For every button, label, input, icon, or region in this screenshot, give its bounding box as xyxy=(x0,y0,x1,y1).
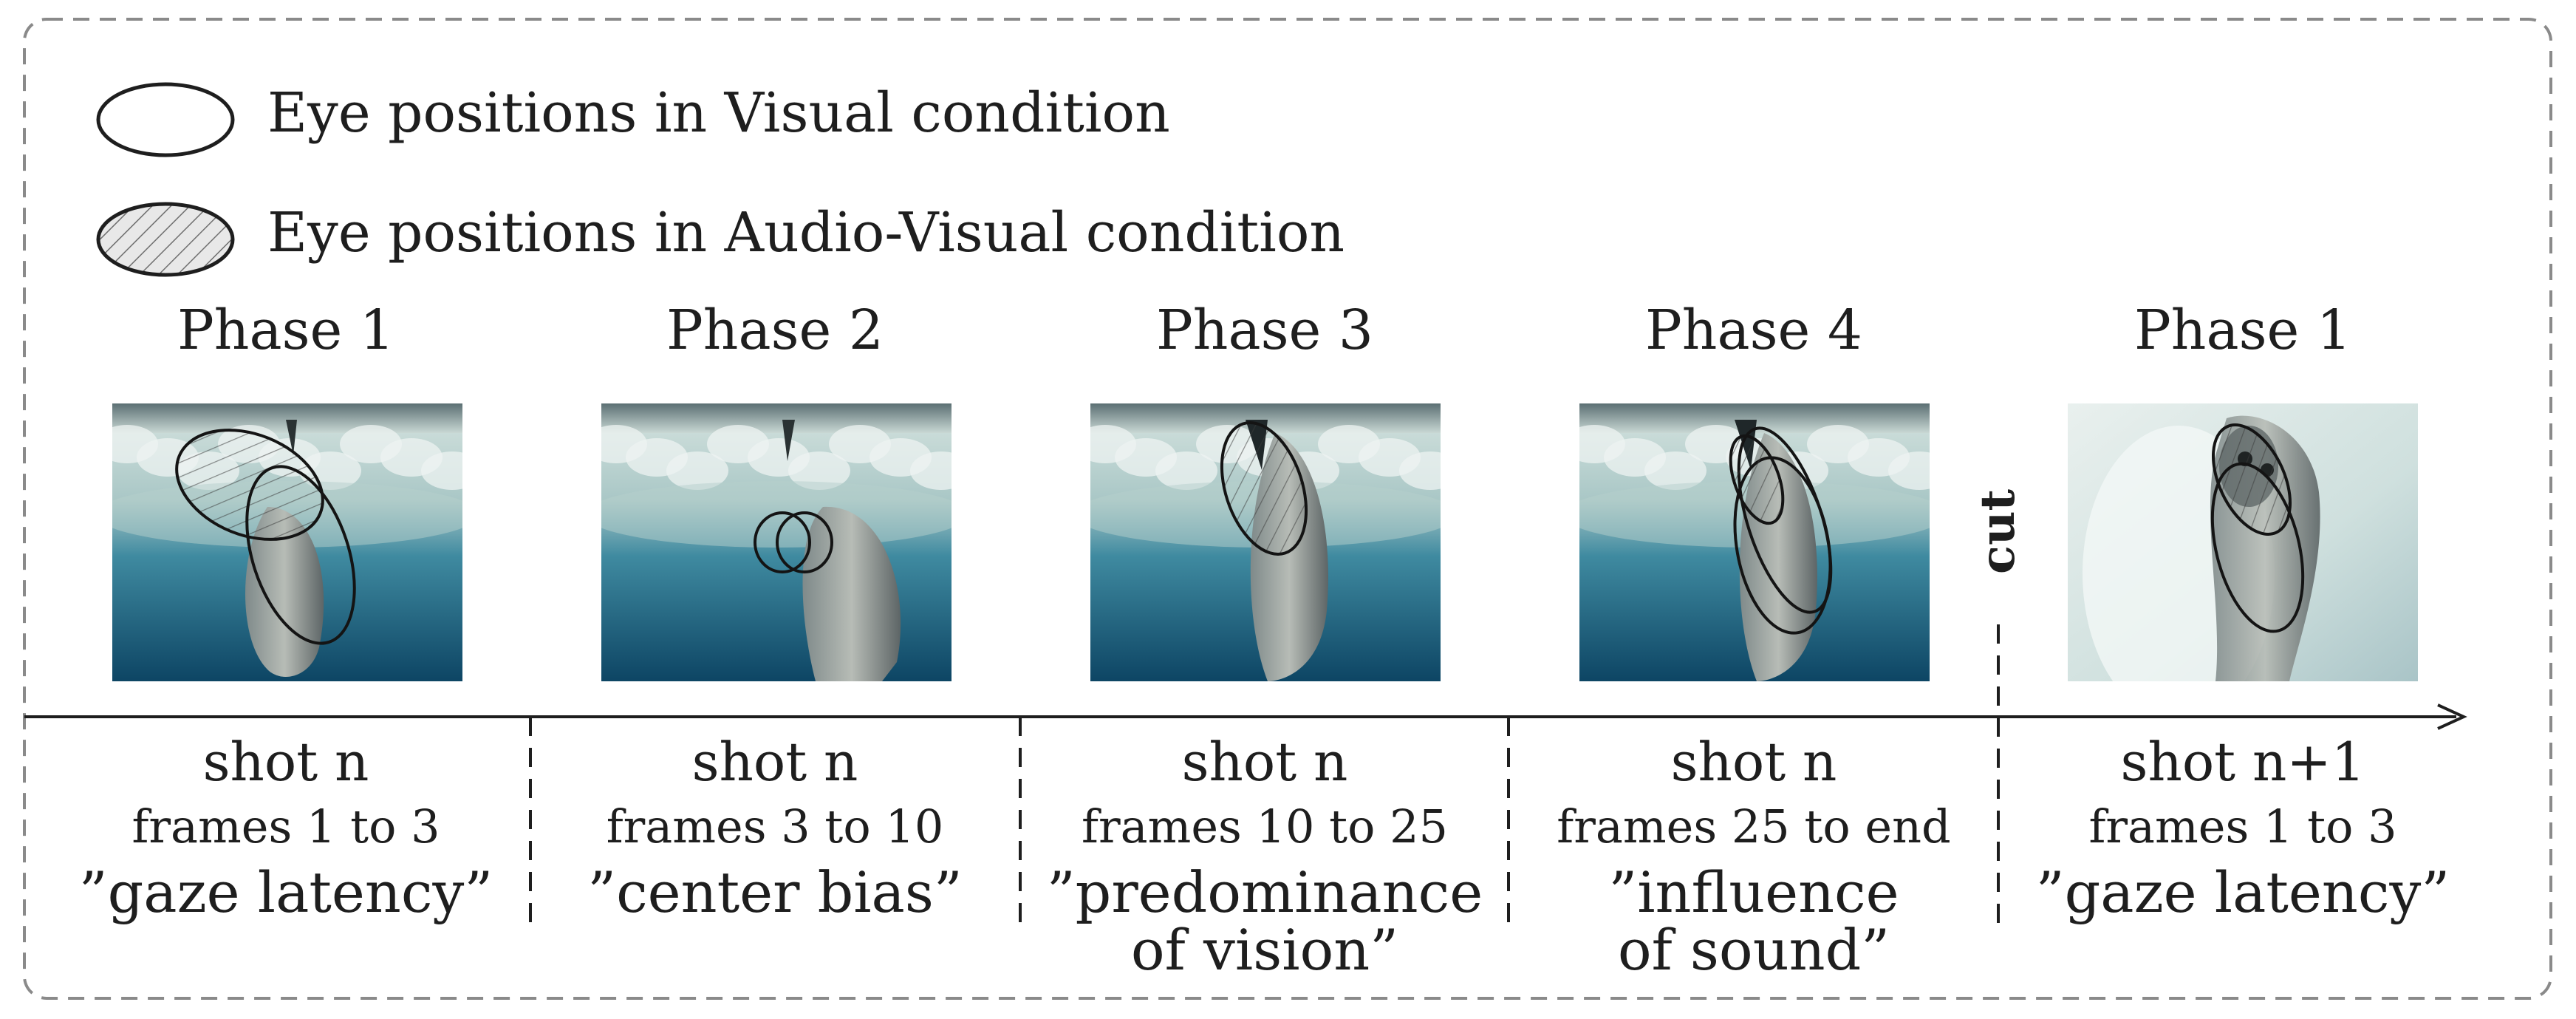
timeline-arrowhead xyxy=(2437,703,2467,730)
phase-4-frames: frames 25 to end xyxy=(1557,800,1951,853)
phase-2-caption-line-1: ”center bias” xyxy=(587,859,963,925)
legend-audiovisual-label: Eye positions in Audio-Visual condition xyxy=(267,201,1345,265)
phase-5-shot: shot n+1 xyxy=(2120,731,2365,793)
legend-visual-label: Eye positions in Visual condition xyxy=(267,81,1170,145)
phase-5-caption-line-1: ”gaze latency” xyxy=(2035,859,2450,925)
phase-3-title: Phase 3 xyxy=(1156,299,1373,362)
phase-4-caption-line-1: ”influence xyxy=(1608,859,1899,925)
phase-3-shot: shot n xyxy=(1181,731,1348,793)
phase-4-title: Phase 4 xyxy=(1645,299,1862,362)
phase-1-shot: shot n xyxy=(202,731,369,793)
phase-5-title: Phase 1 xyxy=(2134,299,2351,362)
video-frame-2 xyxy=(601,403,952,681)
visual-gaze-ellipse-1-2 xyxy=(245,465,356,645)
phase-1-frames: frames 1 to 3 xyxy=(131,800,440,853)
audiovisual-gaze-ellipse-3-1 xyxy=(1220,421,1308,556)
audiovisual-gaze-ellipse-4-3 xyxy=(1729,434,1785,525)
video-frame-3 xyxy=(1090,403,1441,681)
phase-5-frames: frames 1 to 3 xyxy=(2088,800,2397,853)
phase-3-caption-line-1: ”predominance xyxy=(1046,859,1483,925)
audiovisual-gaze-ellipse-1-1 xyxy=(175,429,324,541)
visual-gaze-ellipse-2-2 xyxy=(776,511,833,573)
phase-3-caption-line-2: of vision” xyxy=(1130,917,1399,983)
video-frame-5 xyxy=(2068,403,2418,681)
phase-4-caption-line-2: of sound” xyxy=(1617,917,1890,983)
video-frame-1 xyxy=(112,403,462,681)
visual-gaze-ellipse-5-2 xyxy=(2210,462,2305,633)
phase-2-shot: shot n xyxy=(691,731,858,793)
outer-border xyxy=(23,18,2552,1000)
phase-3-frames: frames 10 to 25 xyxy=(1082,800,1448,853)
audiovisual-gaze-ellipse-5-1 xyxy=(2211,423,2292,536)
phase-2-frames: frames 3 to 10 xyxy=(606,800,944,853)
phase-1-title: Phase 1 xyxy=(177,299,394,362)
phase-2-title: Phase 2 xyxy=(666,299,884,362)
phase-1-caption-line-1: ”gaze latency” xyxy=(78,859,493,925)
legend-audiovisual-ellipse xyxy=(96,202,235,277)
visual-gaze-ellipse-2-1 xyxy=(754,511,811,573)
legend-visual-ellipse xyxy=(96,82,235,157)
cut-label: cut xyxy=(1970,488,2026,574)
video-frame-4 xyxy=(1579,403,1930,681)
phase-4-shot: shot n xyxy=(1670,731,1837,793)
